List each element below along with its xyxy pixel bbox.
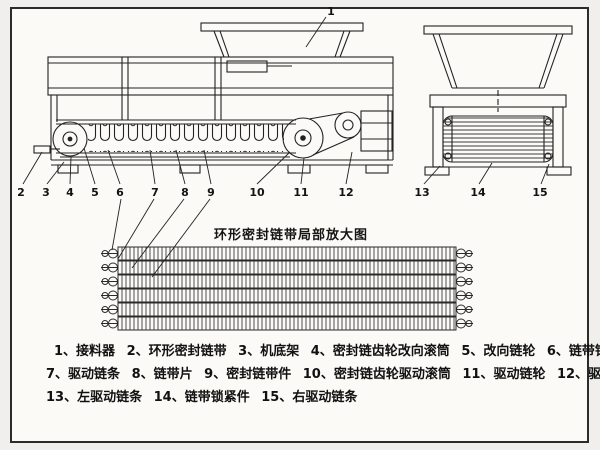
tensioner bbox=[33, 145, 60, 154]
callout-1: 1 bbox=[327, 5, 335, 18]
legend-item-8: 8、链带片 bbox=[131, 367, 193, 382]
callout-8: 8 bbox=[181, 186, 189, 199]
callout-leader-lines bbox=[22, 16, 550, 278]
sealed-chain-belt bbox=[56, 119, 296, 158]
callout-4: 4 bbox=[66, 186, 74, 199]
callout-7: 7 bbox=[151, 186, 159, 199]
callout-2: 2 bbox=[17, 186, 25, 199]
callout-15: 15 bbox=[532, 186, 547, 199]
legend-item-14: 14、链带锁紧件 bbox=[153, 390, 250, 405]
drive-unit bbox=[308, 110, 393, 156]
end-body bbox=[424, 90, 572, 176]
callout-12: 12 bbox=[338, 186, 353, 199]
end-drum bbox=[442, 115, 554, 163]
detail-view-title: 环形密封链带局部放大图 bbox=[213, 228, 368, 243]
legend-item-3: 3、机底架 bbox=[238, 344, 300, 359]
chain-pins-right bbox=[456, 248, 473, 329]
legend-item-10: 10、密封链齿轮驱动滚筒 bbox=[302, 367, 451, 382]
legend-item-4: 4、密封链齿轮改向滚筒 bbox=[310, 344, 450, 359]
legend-item-11: 11、驱动链轮 bbox=[462, 367, 546, 382]
legend-item-2: 2、环形密封链带 bbox=[126, 344, 227, 359]
legend-item-7: 7、驱动链条 bbox=[46, 367, 121, 382]
callout-3: 3 bbox=[42, 186, 50, 199]
legend-item-1: 1、接料器 bbox=[54, 344, 116, 359]
legend-row-3: 13、左驱动链条 14、链带锁紧件 15、右驱动链条 bbox=[46, 386, 586, 409]
base-frame bbox=[51, 159, 393, 174]
reversing-drum bbox=[52, 121, 88, 157]
detail-view bbox=[101, 246, 473, 331]
end-hopper bbox=[423, 25, 573, 89]
drive-drum bbox=[282, 117, 324, 159]
callout-5: 5 bbox=[91, 186, 99, 199]
legend-item-5: 5、改向链轮 bbox=[461, 344, 536, 359]
callout-9: 9 bbox=[207, 186, 215, 199]
callout-11: 11 bbox=[293, 186, 308, 199]
legend-item-9: 9、密封链带件 bbox=[204, 367, 292, 382]
end-view bbox=[423, 25, 573, 176]
legend-item-15: 15、右驱动链条 bbox=[261, 390, 358, 405]
frame-hangers bbox=[50, 95, 394, 160]
callout-6: 6 bbox=[116, 186, 124, 199]
legend-row-1: 1、接料器 2、环形密封链带 3、机底架 4、密封链齿轮改向滚筒 5、改向链轮 … bbox=[46, 340, 600, 363]
legend-item-6: 6、链带销轴 bbox=[546, 344, 600, 359]
legend-item-12: 12、驱动装置 bbox=[556, 367, 600, 382]
side-body bbox=[47, 56, 394, 96]
legend-row-2: 7、驱动链条 8、链带片 9、密封链带件 10、密封链齿轮驱动滚筒 11、驱动链… bbox=[46, 363, 600, 386]
callout-14: 14 bbox=[470, 186, 486, 199]
callout-numbers: 1 2 3 4 5 6 7 8 9 10 11 12 13 14 15 bbox=[17, 5, 547, 199]
callout-13: 13 bbox=[414, 186, 429, 199]
callout-10: 10 bbox=[249, 186, 265, 199]
side-view bbox=[33, 22, 394, 174]
drawing-frame bbox=[10, 7, 589, 443]
chain-pins-left bbox=[101, 248, 118, 329]
legend-item-13: 13、左驱动链条 bbox=[46, 390, 143, 405]
parts-legend: 1、接料器 2、环形密封链带 3、机底架 4、密封链齿轮改向滚筒 5、改向链轮 … bbox=[46, 340, 600, 409]
side-hopper bbox=[200, 22, 364, 58]
